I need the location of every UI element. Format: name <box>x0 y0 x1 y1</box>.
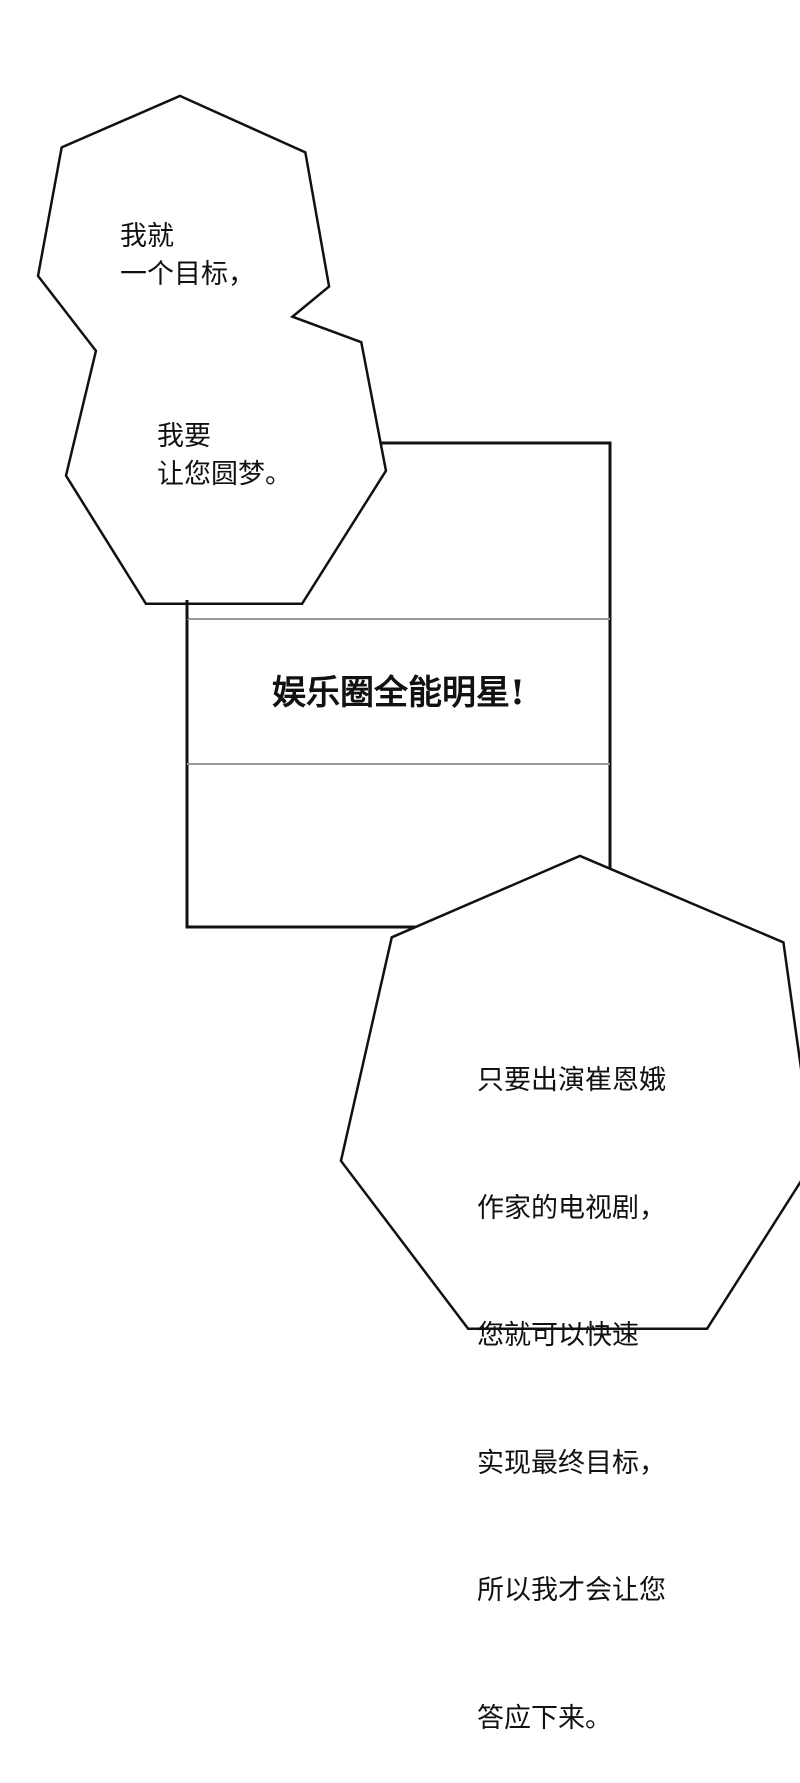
text-line: 您就可以快速 <box>477 1320 639 1351</box>
text-line: 作家的电视剧， <box>477 1192 666 1224</box>
text-line: 实现最终目标， <box>477 1447 666 1479</box>
comic-artwork <box>36 94 800 1330</box>
panel-title: 娱乐圈全能明星! <box>272 673 525 713</box>
text-line: 只要出演崔恩娥 <box>477 1065 666 1096</box>
speech-bubble-top-outline <box>36 94 388 605</box>
text-line: 我要 <box>157 421 211 452</box>
speech-text-dream: 我要让您圆梦。 <box>157 418 292 494</box>
speech-text-goal: 我就一个目标， <box>120 218 255 294</box>
text-line: 一个目标， <box>120 259 255 290</box>
text-line: 答应下来。 <box>477 1702 612 1734</box>
text-line: 让您圆梦。 <box>157 459 292 490</box>
speech-bubble-bottom-outline <box>339 854 800 1330</box>
text-line: 所以我才会让您 <box>477 1575 666 1606</box>
text-line: 我就 <box>120 221 174 252</box>
speech-text-drama: 只要出演崔恩娥 作家的电视剧， 您就可以快速 实现最终目标， 所以我才会让您 答… <box>477 975 666 1783</box>
